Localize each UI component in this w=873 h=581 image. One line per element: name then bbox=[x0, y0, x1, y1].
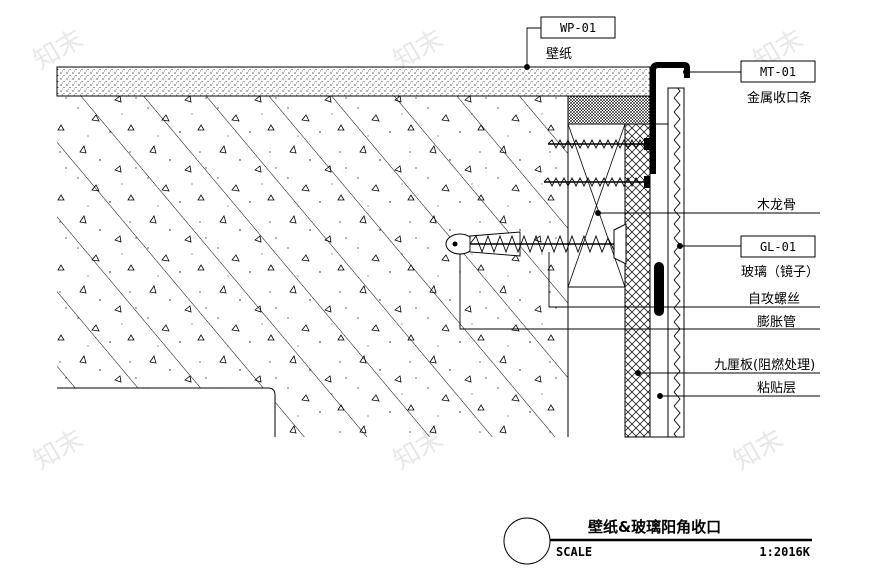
tag-mt01: MT-01 bbox=[740, 60, 816, 83]
leader-lines bbox=[459, 27, 820, 399]
label-expansion-tube: 膨胀管 bbox=[757, 315, 796, 330]
glass-mirror bbox=[667, 87, 685, 438]
label-wallpaper: 壁纸 bbox=[546, 47, 572, 62]
label-wood-keel: 木龙骨 bbox=[757, 198, 796, 213]
svg-text:WP-01: WP-01 bbox=[560, 21, 596, 35]
tag-wp01: WP-01 bbox=[540, 16, 616, 39]
wood-keel bbox=[567, 95, 651, 288]
screw-middle bbox=[543, 176, 650, 188]
label-self-tapping-screw: 自攻螺丝 bbox=[748, 292, 800, 307]
svg-text:GL-01: GL-01 bbox=[760, 240, 796, 254]
concrete-wall bbox=[57, 95, 569, 437]
svg-text:知末: 知末 bbox=[729, 424, 789, 476]
svg-text:MT-01: MT-01 bbox=[760, 65, 796, 79]
label-plywood: 九厘板(阻燃处理) bbox=[714, 357, 815, 373]
label-metal-trim: 金属收口条 bbox=[747, 90, 812, 106]
tag-gl01: GL-01 bbox=[740, 235, 816, 258]
adhesive-layer bbox=[649, 123, 669, 438]
label-glass-mirror: 玻璃（镜子） bbox=[741, 265, 819, 280]
plywood-layer bbox=[624, 123, 651, 438]
scale-value: 1:2016K bbox=[759, 545, 810, 559]
wallpaper-plaster-band bbox=[56, 66, 651, 97]
label-adhesive-layer: 粘贴层 bbox=[757, 381, 796, 396]
title-block: 壁纸&玻璃阳角收口 SCALE 1:2016K bbox=[503, 517, 812, 565]
drawing-title: 壁纸&玻璃阳角收口 bbox=[588, 518, 721, 536]
svg-text:知末: 知末 bbox=[29, 424, 89, 476]
screw-upper bbox=[547, 138, 650, 150]
scale-label: SCALE bbox=[556, 545, 592, 559]
